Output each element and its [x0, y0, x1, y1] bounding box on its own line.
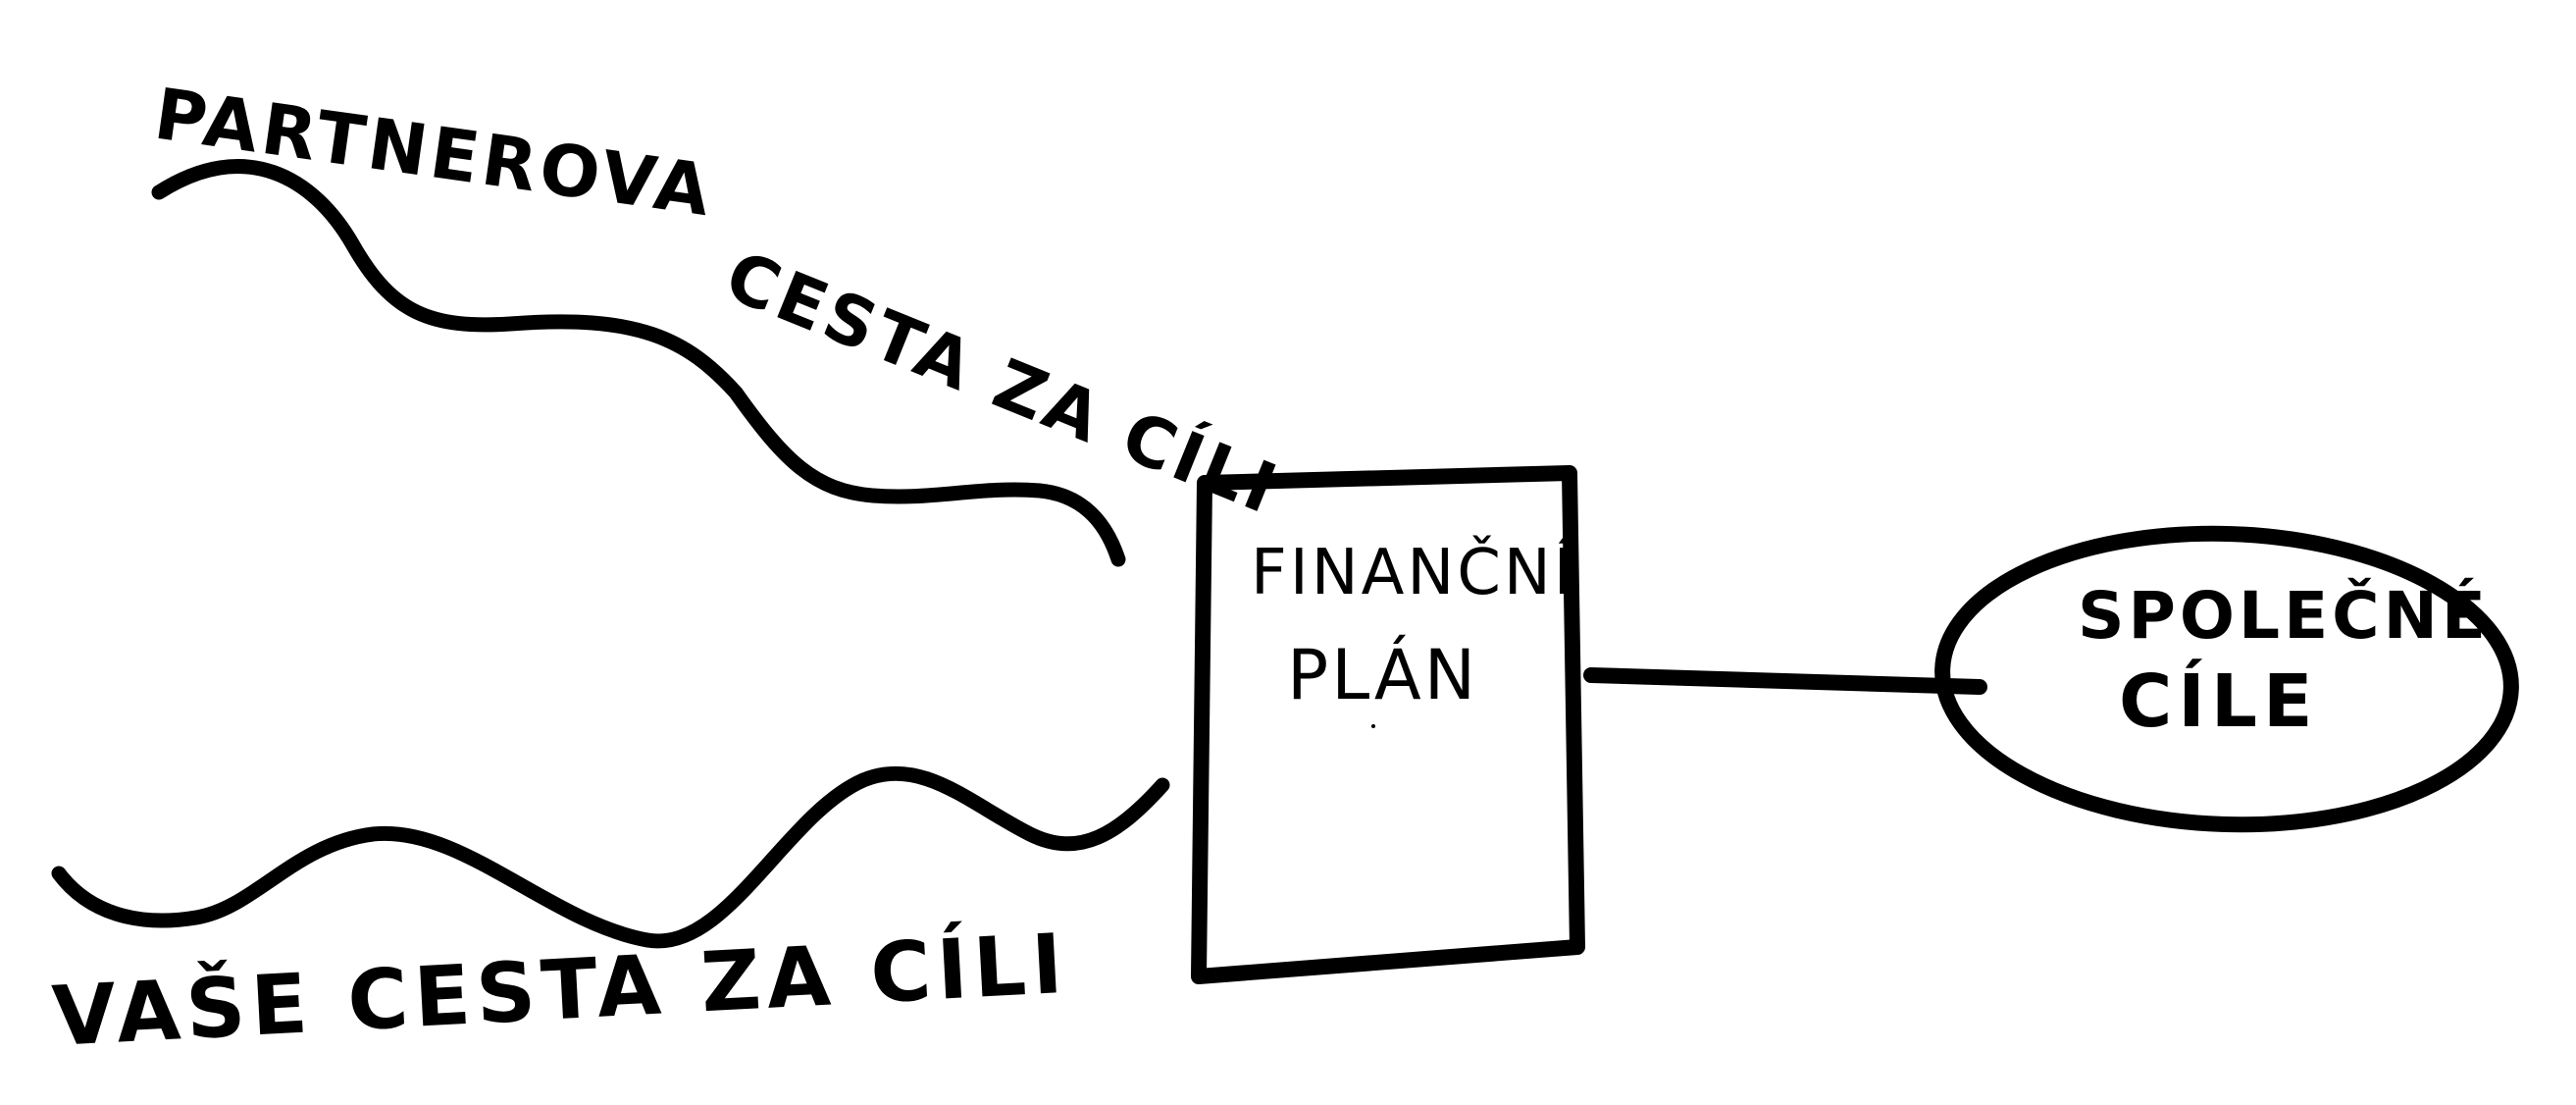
shared-goals-ellipse — [1934, 525, 2519, 833]
shared-goals-label-line2: CÍLE — [2119, 658, 2319, 744]
financial-plan-label-line2: PLÁN — [1287, 635, 1478, 715]
your-path-line — [51, 765, 1170, 949]
ink-dot — [732, 283, 740, 290]
shared-goals-label-line1: SPOLEČNÉ — [2078, 577, 2490, 654]
financial-plan-box — [1191, 465, 1585, 984]
ink-dot — [1371, 724, 1375, 728]
partner-path-label-1: PARTNEROVA — [150, 73, 719, 233]
plan-to-goals-connector — [1583, 667, 1987, 695]
your-path-label: VAŠE CESTA ZA CÍLI — [50, 916, 1071, 1065]
financial-plan-label-line1: FINANČNÍ — [1251, 535, 1575, 609]
partner-path-line — [151, 159, 1126, 567]
